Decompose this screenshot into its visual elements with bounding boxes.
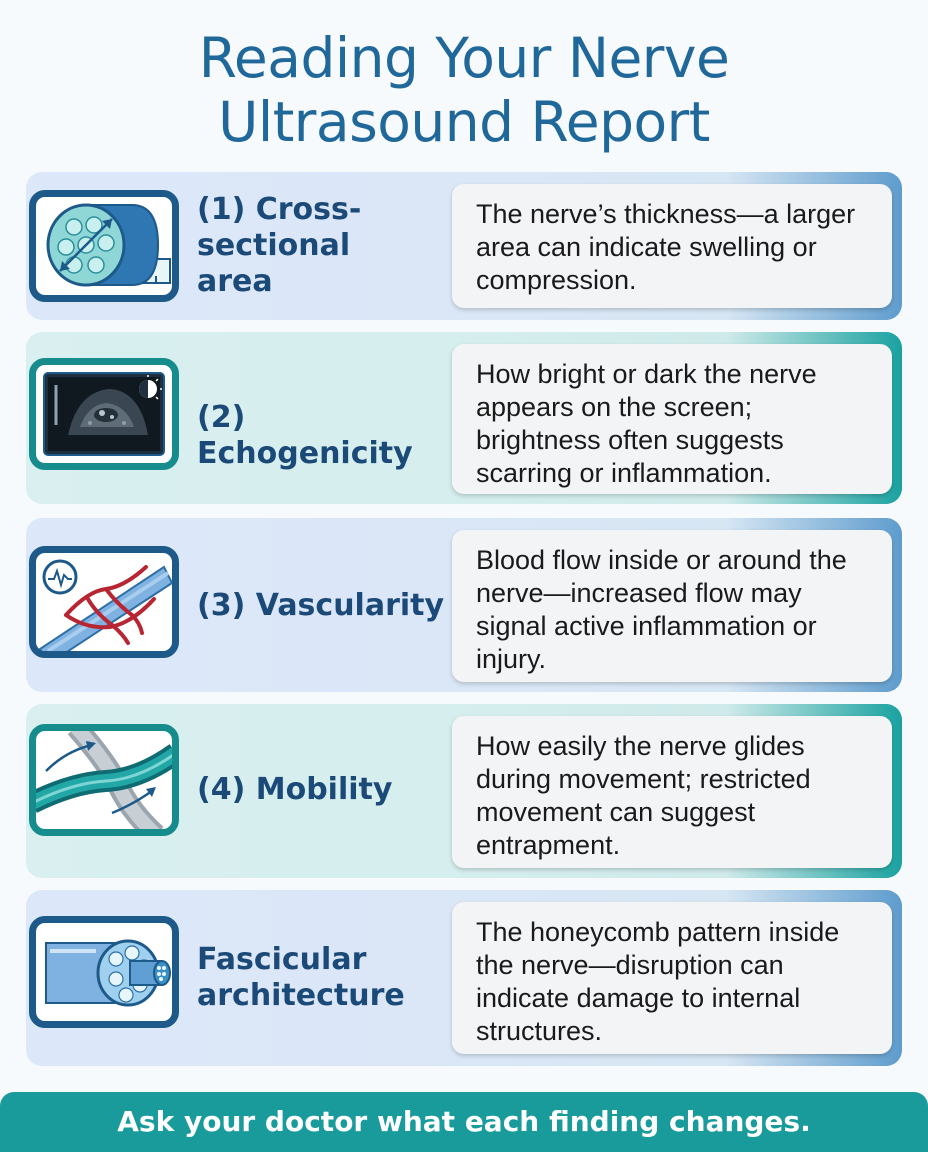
title-line-2: Ultrasound Report xyxy=(218,90,710,154)
blood-vessels-icon xyxy=(29,546,179,658)
finding-description: The honeycomb pattern inside the nerve—d… xyxy=(452,902,892,1054)
finding-row-vascularity: (3) Vascularity Blood flow inside or aro… xyxy=(26,518,902,692)
finding-row-mobility: (4) Mobility How easily the nerve glides… xyxy=(26,704,902,878)
label-line: (3) Vascularity xyxy=(197,588,445,623)
fascicle-honeycomb-icon xyxy=(29,916,179,1028)
nerve-gliding-icon xyxy=(29,724,179,836)
label-line: (1) Cross- xyxy=(197,192,362,227)
label-line: architecture xyxy=(197,978,405,1013)
finding-row-echogenicity: (2) Echogenicity How bright or dark the … xyxy=(26,332,902,504)
finding-label: Fascicular architecture xyxy=(197,942,447,1014)
finding-description: The nerve’s thickness—a larger area can … xyxy=(452,184,892,308)
finding-description: How bright or dark the nerve appears on … xyxy=(452,344,892,494)
label-line: Fascicular xyxy=(197,942,367,977)
ultrasound-screen-icon xyxy=(29,358,179,470)
finding-description: How easily the nerve glides during movem… xyxy=(452,716,892,868)
finding-label: (3) Vascularity xyxy=(197,588,447,624)
label-line: area xyxy=(197,264,273,299)
footer-banner: Ask your doctor what each finding change… xyxy=(0,1092,928,1152)
page-title: Reading Your Nerve Ultrasound Report xyxy=(0,26,928,154)
finding-label: (4) Mobility xyxy=(197,772,447,808)
title-line-1: Reading Your Nerve xyxy=(198,26,730,90)
finding-description: Blood flow inside or around the nerve—in… xyxy=(452,530,892,682)
finding-row-cross-sectional-area: (1) Cross- sectional area The nerve’s th… xyxy=(26,172,902,320)
label-line: sectional xyxy=(197,228,351,263)
label-line: (4) Mobility xyxy=(197,772,393,807)
finding-row-fascicular-architecture: Fascicular architecture The honeycomb pa… xyxy=(26,890,902,1066)
finding-label: (1) Cross- sectional area xyxy=(197,192,447,300)
finding-label: (2) Echogenicity xyxy=(197,400,447,472)
label-line: (2) Echogenicity xyxy=(197,400,413,471)
nerve-cross-section-ruler-icon xyxy=(29,190,179,302)
